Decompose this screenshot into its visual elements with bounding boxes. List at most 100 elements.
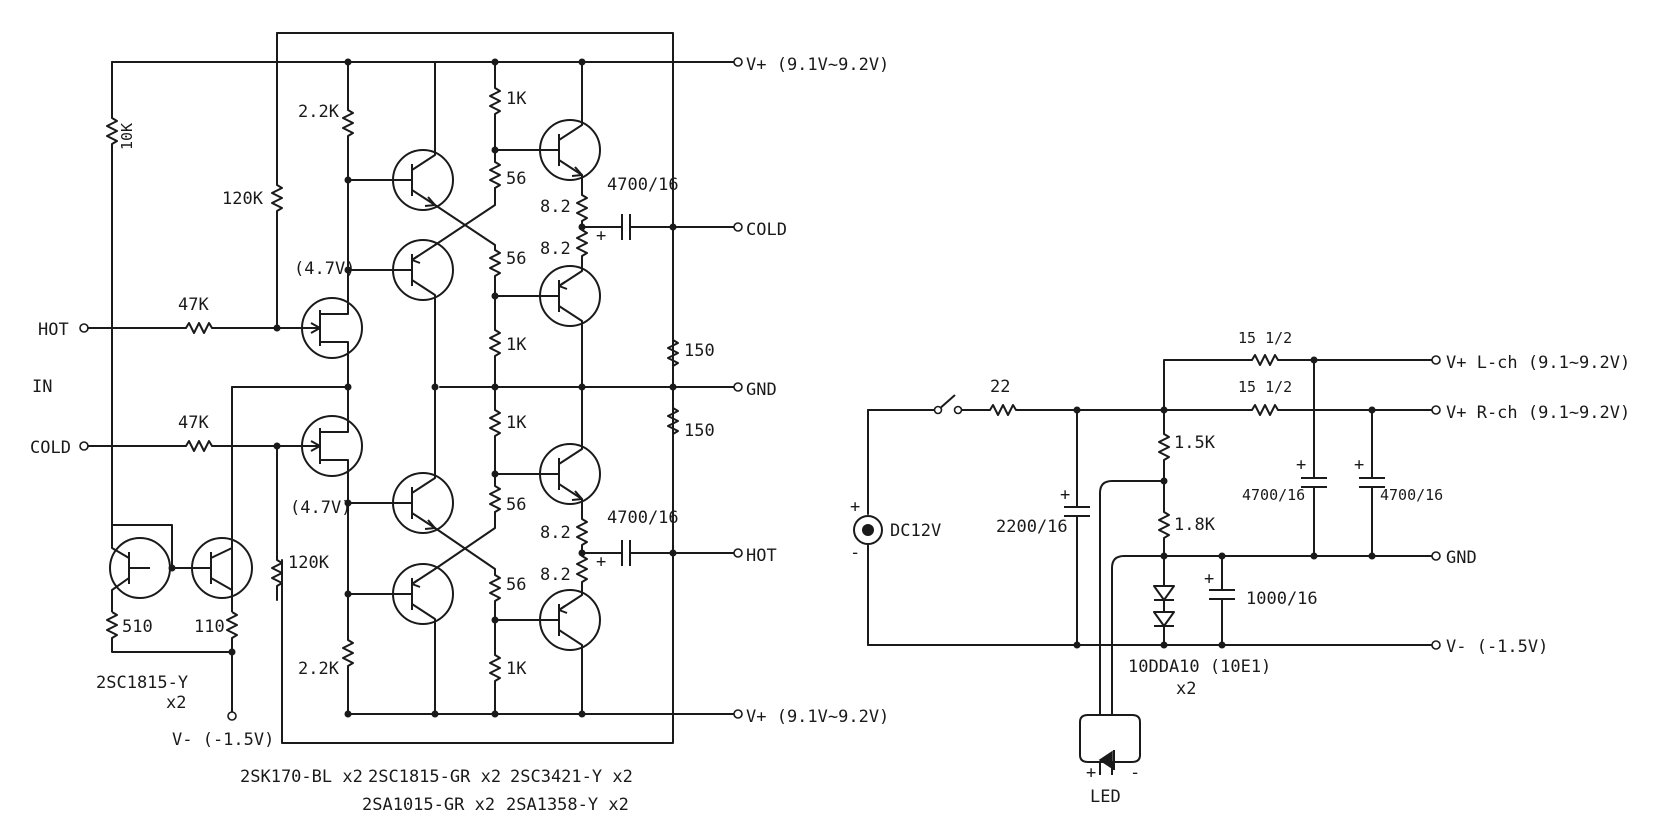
c-4700-a-plus: + xyxy=(1296,455,1306,475)
parts-row2-a: 2SA1015-GR x2 xyxy=(362,795,495,815)
r-22-label: 22 xyxy=(990,377,1010,397)
diode-pair xyxy=(1153,585,1175,646)
cold-in-terminal xyxy=(79,441,89,451)
led-minus: - xyxy=(1130,763,1140,783)
out-l-terminal xyxy=(1431,355,1441,365)
r-110-label: 110 xyxy=(194,617,225,637)
r-1k-d-label: 1K xyxy=(506,659,527,679)
r-1k-c-label: 1K xyxy=(506,413,527,433)
r-1k-a-label: 1K xyxy=(506,89,527,109)
out-vminus-label: V- (-1.5V) xyxy=(1446,637,1548,657)
r-18k-label: 1.8K xyxy=(1174,515,1216,535)
parts-row1-a: 2SK170-BL x2 xyxy=(240,767,363,787)
r-150-b-label: 150 xyxy=(684,421,715,441)
out-r-terminal xyxy=(1431,405,1441,415)
hot-out-label: HOT xyxy=(746,546,777,566)
c-top-label: 4700/16 xyxy=(607,175,679,195)
vplus-bottom-label: V+ (9.1V~9.2V) xyxy=(746,707,889,727)
c-4700-b-label: 4700/16 xyxy=(1380,486,1443,504)
frame-wire xyxy=(276,32,674,744)
r-22k-top-label: 2.2K xyxy=(298,102,340,122)
cold-out-terminal xyxy=(733,222,743,232)
r-120k-bottom-label: 120K xyxy=(288,553,330,573)
vplus-bottom-terminal xyxy=(733,709,743,719)
output-pnp-bottom xyxy=(495,589,601,714)
power-supply-section: 22 15 1/2 V+ R-ch (9.1~9.2V) 15 1/2 V+ L… xyxy=(850,329,1630,807)
v47-bottom-label: (4.7V) xyxy=(290,498,351,518)
led-symbol xyxy=(1098,750,1115,775)
vplus-top-label: V+ (9.1V~9.2V) xyxy=(746,55,889,75)
driver-pnp-bottom xyxy=(348,563,454,714)
driver-npn-top xyxy=(348,62,454,211)
out-l-label: V+ L-ch (9.1~9.2V) xyxy=(1446,353,1630,373)
amplifier-section: V+ (9.1V~9.2V) V+ (9.1V~9.2V) GND 10K 12… xyxy=(30,32,889,815)
source-plus: + xyxy=(850,497,860,517)
led-label: LED xyxy=(1090,787,1121,807)
part-current-label: 2SC1815-Y xyxy=(96,673,188,693)
source-minus: - xyxy=(850,543,860,563)
out-gnd-terminal xyxy=(1431,551,1441,561)
mirror-left-transistor xyxy=(109,525,171,612)
hot-out-terminal xyxy=(733,548,743,558)
r-82-c-label: 8.2 xyxy=(540,523,571,543)
led-housing xyxy=(1079,714,1141,763)
c-1000-label: 1000/16 xyxy=(1246,589,1318,609)
part-current-qty: x2 xyxy=(166,693,186,713)
vplus-top-terminal xyxy=(733,57,743,67)
c-top-plus: + xyxy=(596,226,606,246)
parts-row2-b: 2SA1358-Y x2 xyxy=(506,795,629,815)
parts-row1-c: 2SC3421-Y x2 xyxy=(510,767,633,787)
hot-in-label: HOT xyxy=(38,320,69,340)
driver-npn-bottom xyxy=(348,387,454,534)
r-56-b-label: 56 xyxy=(506,249,526,269)
source-label: DC12V xyxy=(890,521,941,541)
r-82-d-label: 8.2 xyxy=(540,565,571,585)
dc-source xyxy=(853,515,883,545)
c-bottom-label: 4700/16 xyxy=(607,508,679,528)
r-56-c-label: 56 xyxy=(506,495,526,515)
r-15-l-label: 15 1/2 xyxy=(1238,329,1292,347)
r-47k-cold-label: 47K xyxy=(178,413,209,433)
out-r-label: V+ R-ch (9.1~9.2V) xyxy=(1446,403,1630,423)
r-47k-hot-label: 47K xyxy=(178,295,209,315)
out-vminus-terminal xyxy=(1431,640,1441,650)
hot-in-terminal xyxy=(79,323,89,333)
vminus-terminal xyxy=(227,711,237,721)
mirror-right-transistor xyxy=(170,387,253,612)
c-2200-plus: + xyxy=(1060,485,1070,505)
r-10k-label: 10K xyxy=(118,123,136,150)
r-56-a-label: 56 xyxy=(506,169,526,189)
r-15-r-label: 15 1/2 xyxy=(1238,378,1292,396)
c-bottom-plus: + xyxy=(596,552,606,572)
c-4700-b-plus: + xyxy=(1354,455,1364,475)
diode-qty: x2 xyxy=(1176,679,1196,699)
r-510-label: 510 xyxy=(122,617,153,637)
jfet-top xyxy=(301,297,363,359)
c-2200-label: 2200/16 xyxy=(996,517,1068,537)
led-plus: + xyxy=(1086,763,1096,783)
gnd-out-label: GND xyxy=(746,380,777,400)
r-22k-bottom-label: 2.2K xyxy=(298,659,340,679)
v47-top-label: (4.7V) xyxy=(294,259,355,279)
parts-row1-b: 2SC1815-GR x2 xyxy=(368,767,501,787)
output-npn-bottom xyxy=(495,387,601,505)
jfet-bottom xyxy=(301,415,363,477)
r-120k-top-label: 120K xyxy=(222,189,264,209)
gnd-out-terminal xyxy=(733,382,743,392)
r-150-a-label: 150 xyxy=(684,341,715,361)
driver-pnp-top xyxy=(348,239,454,387)
c-1000-plus: + xyxy=(1204,569,1214,589)
output-pnp-top xyxy=(495,265,601,387)
r-82-b-label: 8.2 xyxy=(540,239,571,259)
vminus-label: V- (-1.5V) xyxy=(172,730,274,750)
r-56-d-label: 56 xyxy=(506,575,526,595)
in-label: IN xyxy=(32,377,52,397)
r-82-a-label: 8.2 xyxy=(540,197,571,217)
out-gnd-label: GND xyxy=(1446,548,1477,568)
r-1k-b-label: 1K xyxy=(506,335,527,355)
cold-in-label: COLD xyxy=(30,438,71,458)
output-npn-top xyxy=(495,62,601,181)
r-15k-label: 1.5K xyxy=(1174,433,1216,453)
c-4700-a-label: 4700/16 xyxy=(1242,486,1305,504)
